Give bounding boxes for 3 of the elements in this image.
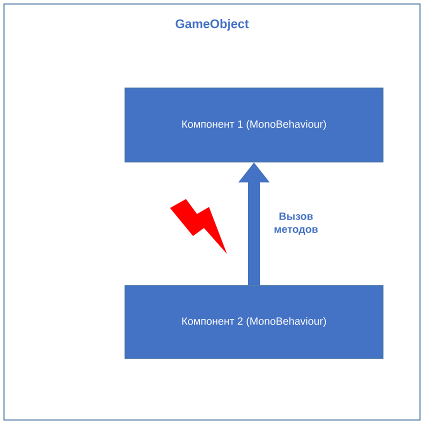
component-box: Компонент 2 (MonoBehaviour) [124,285,384,359]
component-box: Компонент 1 (MonoBehaviour) [124,88,384,162]
edge-label: Вызов методов [274,212,318,235]
